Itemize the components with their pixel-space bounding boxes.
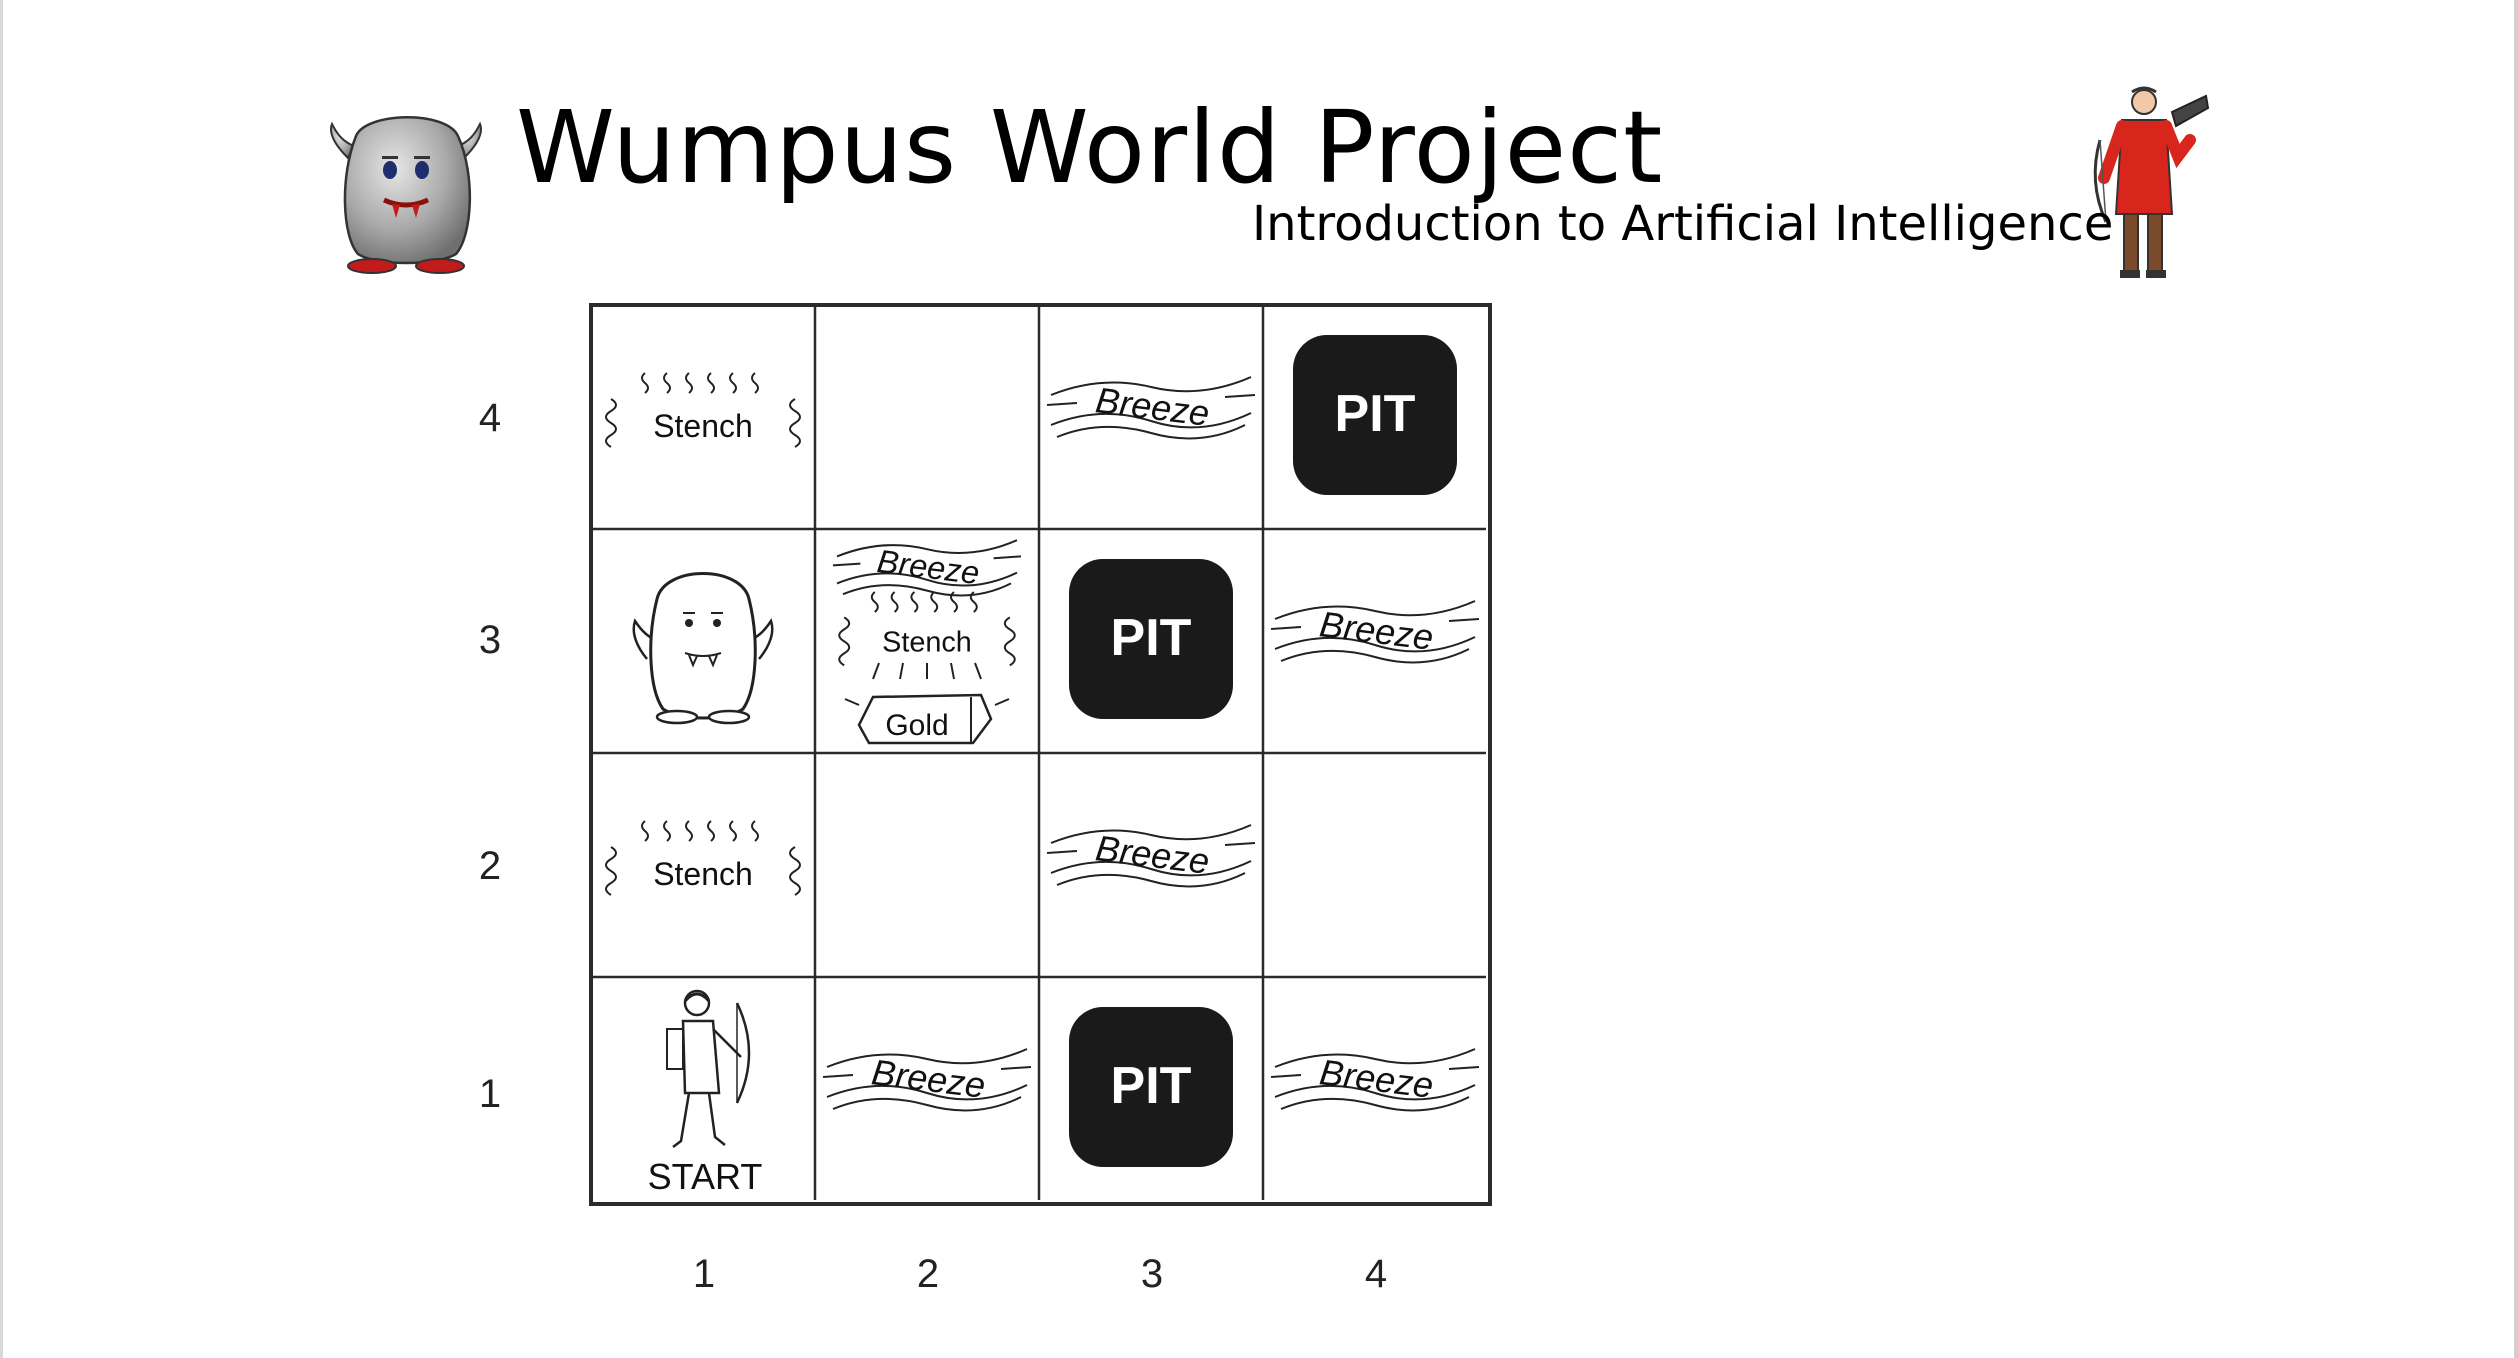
row-label-1: 1 bbox=[478, 1072, 502, 1116]
col-label-4: 4 bbox=[1364, 1252, 1388, 1296]
breeze-label: Breeze bbox=[869, 1051, 987, 1106]
page-title: Wumpus World Project bbox=[516, 89, 1664, 206]
stench-label: Stench bbox=[882, 627, 972, 659]
grid-cell-4-3: Breeze bbox=[1263, 529, 1487, 753]
grid-cell-3-1: PIT bbox=[1039, 977, 1263, 1201]
breeze-label: Breeze bbox=[1093, 827, 1211, 882]
grid-cell-1-2: Stench bbox=[591, 753, 815, 977]
stench-indicator: Stench bbox=[605, 372, 801, 448]
grid-cell-3-2: Breeze bbox=[1039, 753, 1263, 977]
breeze-indicator: Breeze bbox=[1270, 600, 1480, 664]
pit-tile: PIT bbox=[1069, 559, 1233, 719]
start-label: START bbox=[648, 1156, 763, 1197]
page-edge-right bbox=[2514, 0, 2518, 1358]
grid-cell-1-1: START bbox=[591, 977, 815, 1201]
stench-label: Stench bbox=[653, 856, 753, 892]
pit-label: PIT bbox=[1335, 385, 1416, 443]
page-subtitle: Introduction to Artificial Intelligence bbox=[1252, 196, 2114, 252]
grid-cell-4-1: Breeze bbox=[1263, 977, 1487, 1201]
pit-label: PIT bbox=[1111, 609, 1192, 667]
pit-tile: PIT bbox=[1069, 1007, 1233, 1167]
pit-label: PIT bbox=[1111, 1057, 1192, 1115]
grid-cell-1-4: Stench bbox=[591, 305, 815, 529]
stench-indicator: Stench bbox=[605, 820, 801, 896]
row-label-3: 3 bbox=[478, 618, 502, 662]
breeze-indicator: Breeze bbox=[832, 539, 1022, 597]
breeze-label: Breeze bbox=[1317, 603, 1435, 658]
breeze-label: Breeze bbox=[1093, 379, 1211, 434]
stench-indicator: Stench bbox=[838, 591, 1016, 667]
row-label-2: 2 bbox=[478, 844, 502, 888]
agent-archer-icon bbox=[666, 989, 751, 1148]
breeze-indicator: Breeze bbox=[1046, 824, 1256, 888]
grid-cell-4-2 bbox=[1263, 753, 1487, 977]
breeze-indicator: Breeze bbox=[822, 1048, 1032, 1112]
pit-tile: PIT bbox=[1293, 335, 1457, 495]
grid-cell-3-3: PIT bbox=[1039, 529, 1263, 753]
wumpus-monster-icon bbox=[326, 106, 486, 276]
gold-label: Gold bbox=[885, 709, 948, 742]
grid-cell-3-4: Breeze bbox=[1039, 305, 1263, 529]
gold-bar-icon: Gold bbox=[844, 662, 1010, 745]
archer-agent-icon bbox=[2086, 86, 2214, 280]
grid-frame bbox=[589, 303, 1492, 1206]
breeze-label: Breeze bbox=[875, 543, 981, 591]
grid-cell-2-1: Breeze bbox=[815, 977, 1039, 1201]
stench-label: Stench bbox=[653, 408, 753, 444]
breeze-indicator: Breeze bbox=[1046, 376, 1256, 440]
wumpus-icon bbox=[632, 572, 774, 725]
breeze-indicator: Breeze bbox=[1270, 1048, 1480, 1112]
col-label-1: 1 bbox=[692, 1252, 716, 1296]
grid-cell-2-4 bbox=[815, 305, 1039, 529]
breeze-label: Breeze bbox=[1317, 1051, 1435, 1106]
col-label-2: 2 bbox=[916, 1252, 940, 1296]
page-edge-left bbox=[0, 0, 3, 1358]
row-label-4: 4 bbox=[478, 396, 502, 440]
col-label-3: 3 bbox=[1140, 1252, 1164, 1296]
grid-lines bbox=[591, 305, 1486, 1200]
grid-cell-1-3 bbox=[591, 529, 815, 753]
grid-cell-2-2 bbox=[815, 753, 1039, 977]
grid-cell-4-4: PIT bbox=[1263, 305, 1487, 529]
